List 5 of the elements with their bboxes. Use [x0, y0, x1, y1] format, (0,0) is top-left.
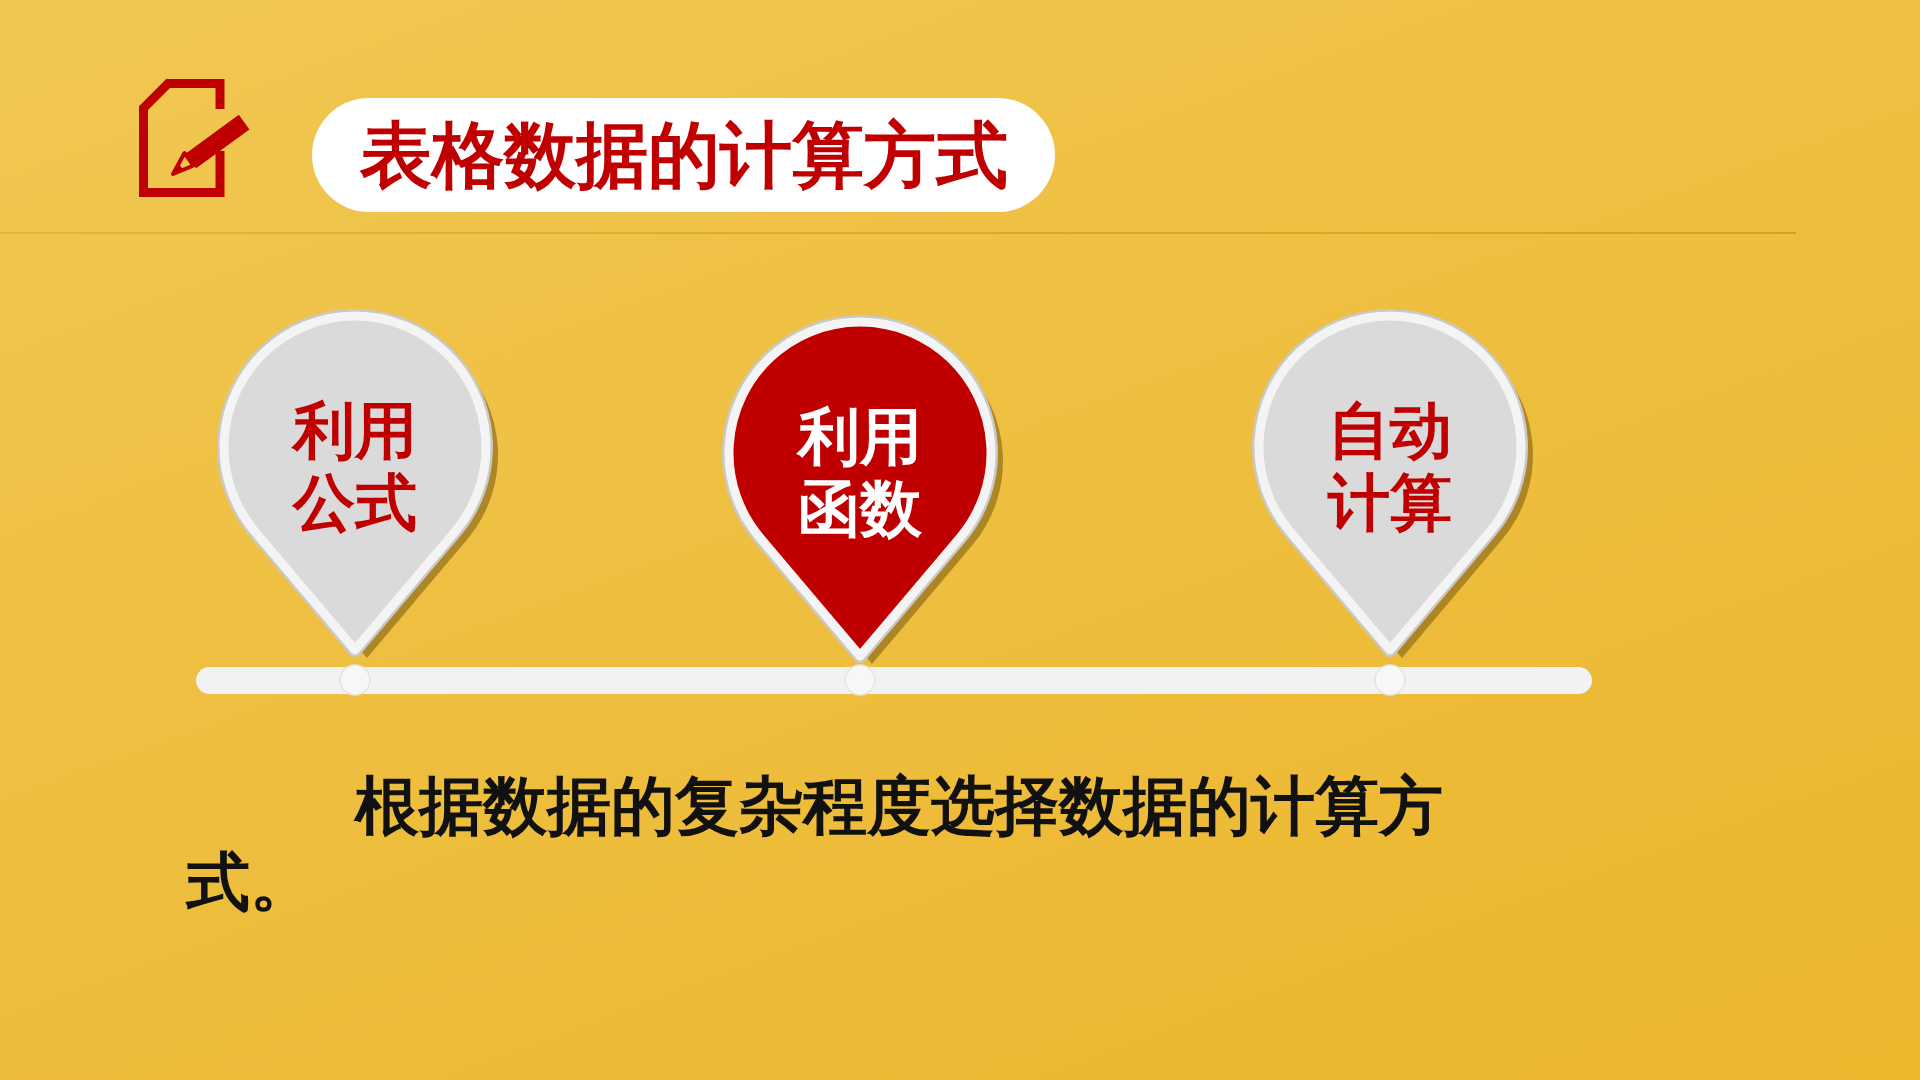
pin-label: 利用公式 — [290, 395, 418, 539]
page-title: 表格数据的计算方式 — [359, 113, 1008, 197]
pin-label: 自动计算 — [1326, 395, 1453, 539]
pin-label: 利用函数 — [795, 401, 923, 545]
description-text: 根据数据的复杂程度选择数据的计算方式。 — [186, 768, 1444, 920]
